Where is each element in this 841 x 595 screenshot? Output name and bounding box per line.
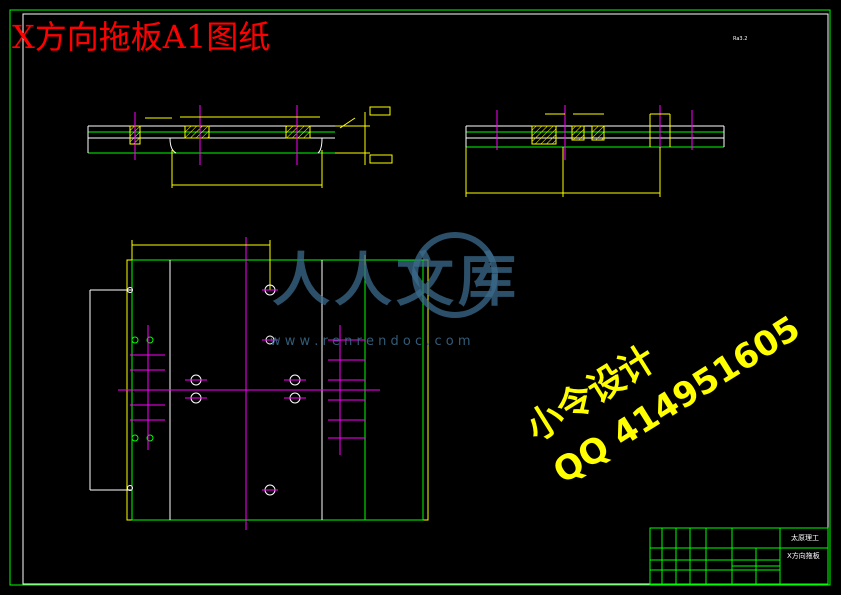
drawing-title: X方向拖板A1图纸 <box>12 18 270 56</box>
plan-view <box>89 237 429 530</box>
corner-roughness-note: Ra3.2 <box>733 36 747 42</box>
watermark-brand: 人人文库 <box>272 246 520 314</box>
watermark-url: w w w . r e n r e n d o c . c o m <box>270 334 471 349</box>
side-section-hatch-2 <box>571 125 585 141</box>
title-block <box>649 527 829 585</box>
front-section-hatch-1 <box>184 125 210 139</box>
mounting-holes <box>127 284 306 496</box>
watermark-logo <box>412 232 498 318</box>
side-view <box>465 105 725 197</box>
drawing-frame <box>22 13 829 585</box>
watermark-logo-ring <box>412 232 498 318</box>
sheet-border <box>9 9 831 586</box>
title-block-company: 太原理工 <box>791 533 819 542</box>
side-section-hatch-1 <box>531 125 557 145</box>
front-section-hatch-2 <box>285 125 311 139</box>
title-block-part-name: X方向拖板 <box>787 551 820 560</box>
front-view <box>87 105 393 188</box>
side-section-hatch-3 <box>591 125 605 141</box>
